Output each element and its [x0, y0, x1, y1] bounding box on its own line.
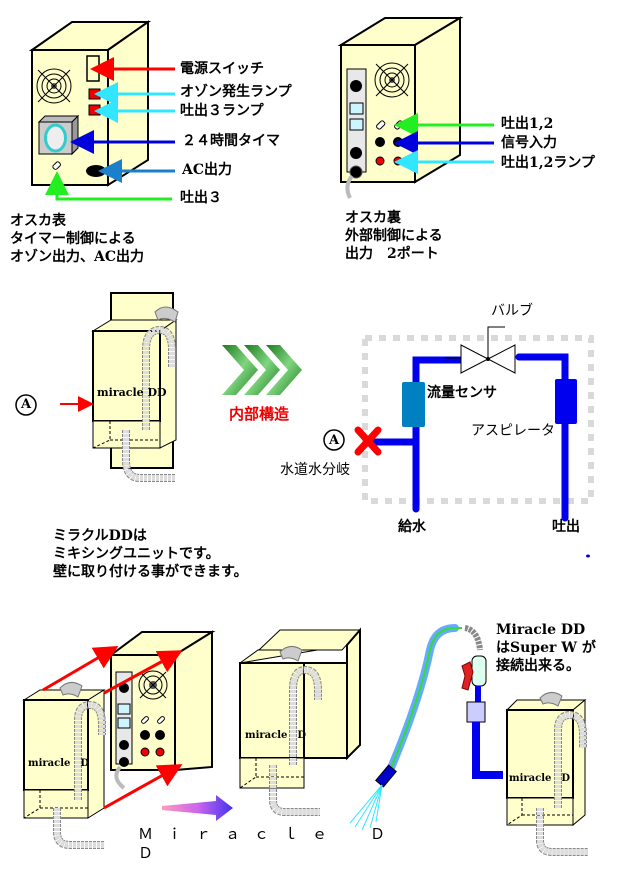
ac-outlet [86, 165, 106, 177]
caption-line: 出力 2ポート [345, 246, 439, 262]
inlet-label: 給水 [398, 519, 426, 535]
callout-power-switch: 電源スイッチ [180, 61, 264, 77]
miracle-unit-caption: ミラクルDDは ミキシングユニットです。 壁に取り付ける事ができます。 [53, 527, 248, 581]
aspirator [555, 379, 577, 424]
aspirator-label: アスピレータ [471, 423, 555, 439]
callout-24h-timer: ２４時間タイマ [182, 133, 280, 149]
callout-outlet3-lamp: 吐出３ランプ [180, 103, 264, 119]
ozone-lamp [88, 88, 101, 100]
signal-input-port[interactable] [375, 137, 385, 147]
front-unit [28, 20, 175, 201]
device-label: miracle D [509, 773, 571, 784]
device-label: miracle DD [97, 386, 167, 399]
caption-line: 壁に取り付ける事ができます。 [53, 564, 248, 580]
marker-a-label: A [329, 433, 340, 448]
super-w-connection [349, 624, 588, 856]
power-switch[interactable] [86, 55, 100, 82]
outlet3-nozzle-icon [52, 161, 61, 170]
timer-dial[interactable] [37, 114, 80, 156]
branch-label: 水道水分岐 [280, 462, 350, 478]
callout-outlet12: 吐出1,2 [501, 116, 554, 132]
transform-arrow-icon [162, 795, 233, 821]
internal-structure-diagram [323, 326, 594, 558]
super-w-caption: Miracle DD はSuper W が 接続出来る。 [496, 621, 596, 675]
callout-ac-output: AC出力 [182, 162, 233, 178]
shutoff-x-icon [354, 426, 382, 456]
fan-icon [138, 670, 168, 700]
dotted-frame [362, 335, 594, 504]
caption-line: オゾン出力、AC出力 [10, 249, 145, 265]
caption-line: オスカ裏 [345, 210, 401, 226]
assembly-diagram [22, 630, 233, 849]
valve-handle-icon [461, 661, 474, 691]
caption-line: ミラクルDDは [53, 528, 147, 544]
front-unit-caption: オスカ表 タイマー制御による オゾン出力、AC出力 [10, 212, 144, 266]
caption-line: ミキシングユニットです。 [53, 546, 220, 562]
caption-line: 外部制御による [345, 228, 443, 244]
caption-line: Miracle DD [496, 622, 586, 638]
outlet12-lamp [393, 156, 403, 166]
caption-line: 接続出来る。 [496, 658, 580, 674]
chevron-arrows-icon [222, 345, 302, 395]
callout-outlet12-lamp: 吐出1,2ランプ [501, 155, 595, 171]
marker-a-icon [15, 394, 37, 416]
outlet-label: 吐出 [552, 519, 580, 535]
outlet3-lamp [88, 104, 101, 116]
internal-structure-label: 内部構造 [229, 405, 290, 423]
flow-sensor-label: 流量センサ [427, 385, 497, 401]
device-label: miracle D [28, 758, 90, 769]
marker-a-label: A [21, 397, 32, 412]
assembly-caption-line2: Ｄ [138, 844, 154, 862]
callout-ozone-lamp: オゾン発生ランプ [180, 84, 292, 100]
caption-line: オスカ表 [10, 213, 66, 229]
callout-signal-input: 信号入力 [501, 135, 557, 151]
marker-a-icon [323, 429, 345, 451]
caption-line: はSuper W が [496, 640, 596, 656]
valve-label: バルブ [491, 303, 533, 319]
back-unit-caption: オスカ裏 外部制御による 出力 2ポート [345, 209, 443, 263]
flow-sensor [402, 382, 425, 427]
caption-line: タイマー制御による [10, 231, 136, 247]
valve-icon [460, 326, 516, 374]
spray-nozzle-icon [349, 764, 397, 831]
callout-outlet3: 吐出３ [180, 190, 222, 206]
back-unit [337, 16, 494, 199]
combined-unit [239, 627, 362, 816]
outlet12-lamp [375, 156, 385, 166]
fan-icon [36, 68, 72, 104]
signal-input-port[interactable] [393, 137, 403, 147]
miracle-dd-unit [15, 292, 179, 482]
fan-icon [374, 62, 410, 98]
assembly-caption: Ｍｉｒａｃｌｅ Ｄ [138, 825, 400, 843]
device-label: miracle D [245, 730, 307, 741]
